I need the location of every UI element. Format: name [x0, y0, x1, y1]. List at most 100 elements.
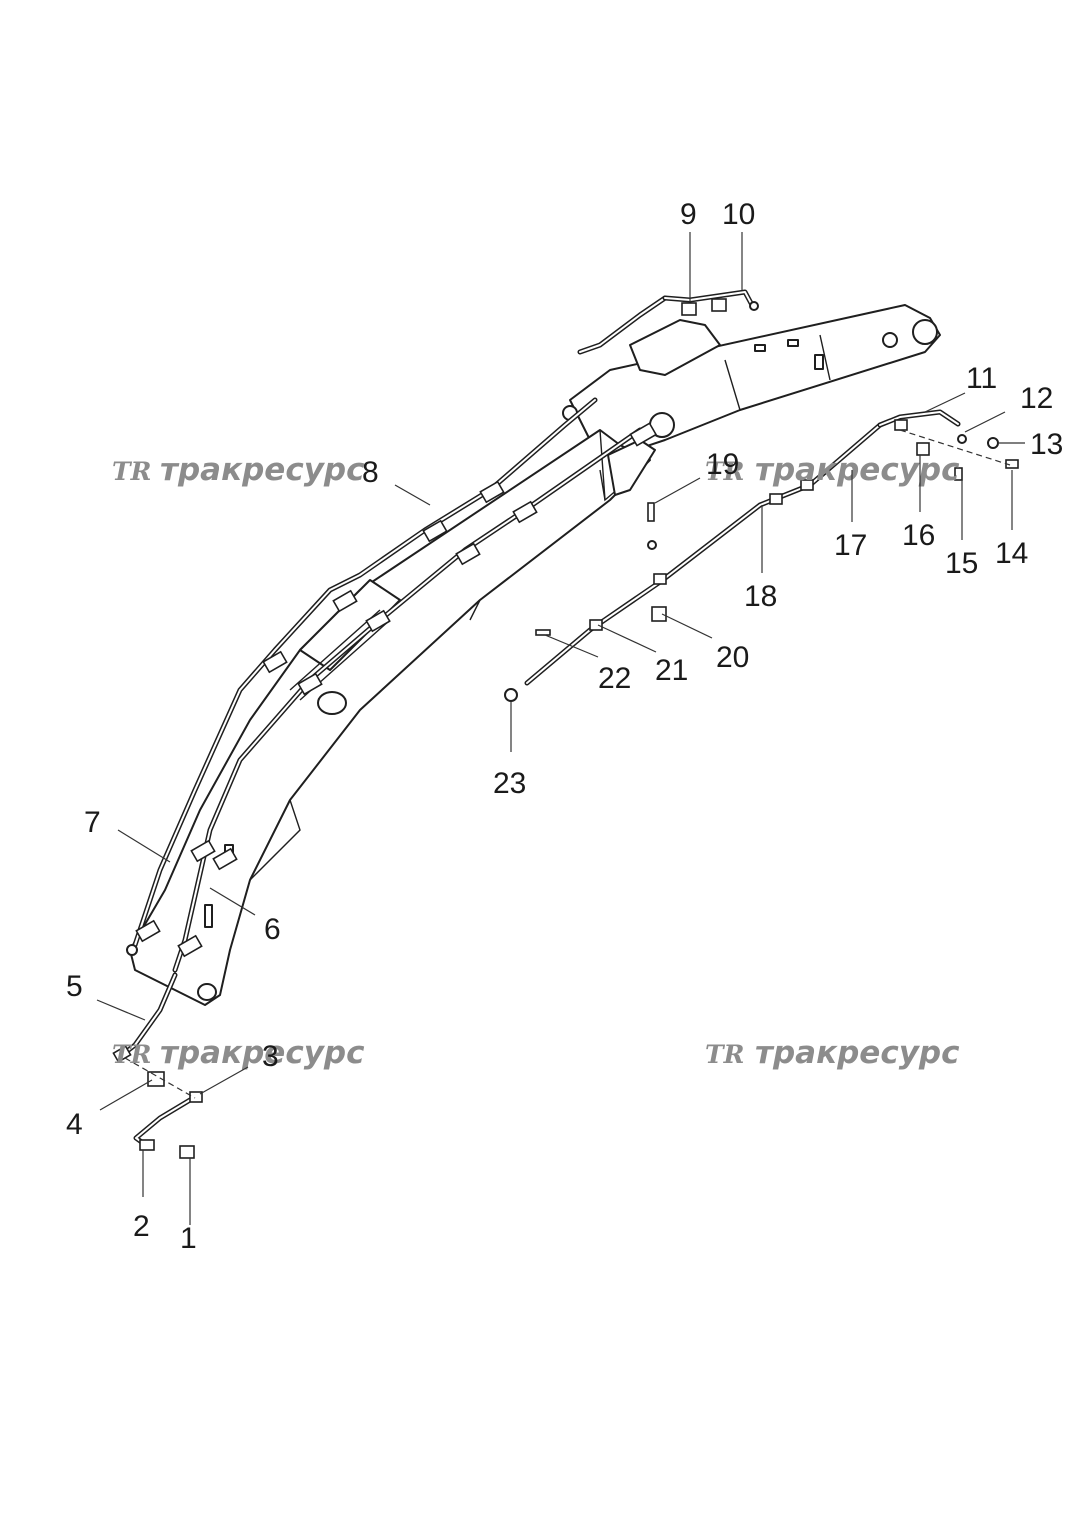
bundle-clamp: [212, 847, 238, 871]
rear-slot-2: [787, 339, 799, 347]
bundle-clamp: [135, 919, 161, 943]
callout-17: 17: [834, 529, 867, 562]
explode-axis-lower: [124, 1057, 196, 1099]
leader-7: [117, 829, 171, 863]
boom-rear-section: [569, 304, 941, 471]
part-19-bolt: [647, 502, 655, 522]
part-4-bracket: [147, 1071, 165, 1087]
bundle-clamp: [297, 672, 323, 696]
watermark-logo: TR: [112, 1040, 151, 1069]
leader-22: [544, 634, 599, 658]
bundle-clamp: [262, 650, 288, 674]
bundle-clamp: [190, 839, 216, 863]
callout-22: 22: [598, 662, 631, 695]
bundle-clamp: [479, 480, 505, 504]
rear-slot-3: [814, 354, 824, 370]
bundle-clamp: [112, 1045, 132, 1063]
leader-6: [209, 887, 256, 916]
bundle-clamp: [422, 519, 448, 543]
watermark-logo: TR: [705, 1040, 744, 1069]
callout-6: 6: [264, 913, 281, 946]
callout-19: 19: [706, 448, 739, 481]
watermark-text: тpакресурс: [160, 452, 365, 488]
bundle-clamp: [455, 542, 481, 566]
callout-1: 1: [180, 1222, 197, 1255]
part-23-oring: [504, 688, 518, 702]
right-clamp: [894, 419, 908, 431]
lower-fitting-group: [124, 1057, 203, 1159]
callout-8: 8: [362, 456, 379, 489]
right-clamp: [653, 573, 667, 585]
part-3-fitting: [189, 1091, 203, 1103]
callout-18: 18: [744, 580, 777, 613]
leader-12: [964, 411, 1006, 433]
part-16-clamp: [916, 442, 930, 456]
bundle-clamp: [512, 500, 538, 524]
upper-hose-group: [577, 289, 759, 355]
part-2-fitting: [139, 1139, 155, 1151]
leader-8: [394, 484, 431, 506]
boom-upper-bracket: [629, 319, 721, 376]
callout-15: 15: [945, 547, 978, 580]
leader-lines: [96, 232, 1025, 1225]
upper-clamp: [711, 298, 727, 312]
watermark-text: тpакресурс: [755, 452, 960, 488]
leader-4: [99, 1079, 153, 1111]
right-clamp: [589, 619, 603, 631]
leader-21: [597, 624, 657, 653]
callout-16: 16: [902, 519, 935, 552]
callout-5: 5: [66, 970, 83, 1003]
part-12-washer: [957, 434, 967, 444]
leader-19: [654, 477, 701, 504]
bundle-clamp: [177, 934, 203, 958]
watermark-logo: TR: [705, 457, 744, 486]
callout-10: 10: [722, 198, 755, 231]
upper-clamp: [681, 302, 697, 316]
part-22-bolt: [535, 629, 551, 636]
part-1-fitting: [179, 1145, 195, 1159]
bundle-clamp: [629, 422, 658, 447]
callout-21: 21: [655, 654, 688, 687]
watermark-1: TR тpакресурс: [112, 452, 365, 488]
right-hose-group: [504, 409, 1019, 702]
part-19-washer: [647, 540, 657, 550]
callout-14: 14: [995, 537, 1028, 570]
left-hose-bundle: [112, 397, 658, 1063]
boom-cylinder-boss: [317, 691, 347, 715]
callout-3: 3: [262, 1040, 279, 1073]
watermark-text: тpакресурс: [755, 1035, 960, 1071]
watermark-2: TR тpакресурс: [705, 452, 960, 488]
hose-end-fitting: [126, 944, 138, 956]
watermark-logo: TR: [112, 457, 151, 486]
right-clamp: [800, 479, 814, 491]
callout-12: 12: [1020, 382, 1053, 415]
watermark-text: тpакресурс: [160, 1035, 365, 1071]
boom-foot-pin: [197, 983, 217, 1001]
leader-3: [199, 1066, 249, 1095]
callout-23: 23: [493, 767, 526, 800]
part-20-block: [651, 606, 667, 622]
part-15-bolt: [954, 467, 963, 481]
watermark-4: TR тpакресурс: [705, 1035, 960, 1071]
callout-labels: 1 2 3 4 5 6 7 8 9 10 11 12 13 14 15 16 1…: [66, 198, 1063, 1255]
beam-slot-1: [204, 904, 213, 928]
callout-20: 20: [716, 641, 749, 674]
leader-20: [661, 613, 713, 639]
bundle-clamp: [332, 589, 358, 613]
leader-5: [96, 999, 146, 1021]
boom-rear-boss: [882, 332, 898, 348]
callout-9: 9: [680, 198, 697, 231]
part-13-nut: [987, 437, 999, 449]
watermark-3: TR тpакресурс: [112, 1035, 365, 1071]
leader-11: [924, 392, 966, 413]
upper-fitting: [749, 301, 759, 311]
boom-head-pin: [912, 319, 938, 345]
right-clamp: [769, 493, 783, 505]
callout-7: 7: [84, 806, 101, 839]
callout-2: 2: [133, 1210, 150, 1243]
bundle-clamp: [365, 609, 391, 633]
rear-slot-1: [754, 344, 766, 352]
callout-13: 13: [1030, 428, 1063, 461]
callout-4: 4: [66, 1108, 83, 1141]
